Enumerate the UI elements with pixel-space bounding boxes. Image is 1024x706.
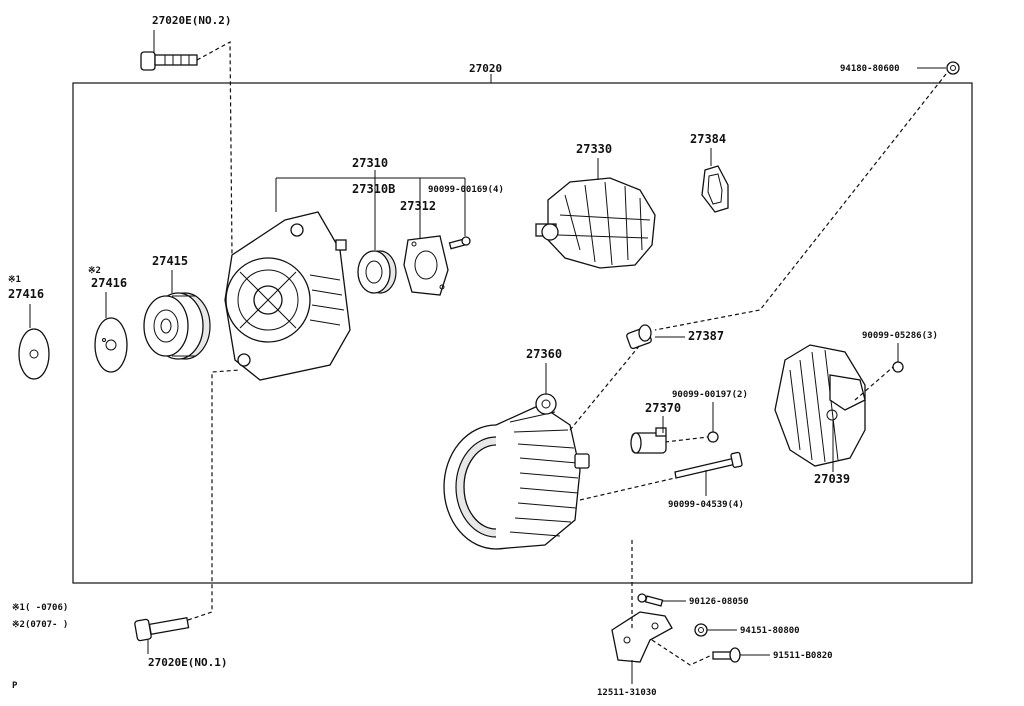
- bearing-icon[interactable]: [357, 250, 397, 294]
- label-nut-mid: 90099-00197(2): [672, 390, 748, 400]
- label-bolt-bottom-right: 91511-B0820: [773, 651, 833, 661]
- brush-cover-icon[interactable]: [701, 165, 729, 213]
- screw-bottom-icon[interactable]: [637, 593, 664, 607]
- rear-cover-icon[interactable]: [774, 344, 866, 467]
- label-bolt-top-right: 94180-80600: [840, 64, 900, 74]
- through-bolt-icon[interactable]: [674, 451, 743, 479]
- label-nut-right: 90099-05286(3): [862, 331, 938, 341]
- label-washer-note2-mark: ※2: [88, 266, 101, 276]
- assembly-frame: [72, 82, 973, 584]
- label-bolt-bottom: 27020E(NO.1): [148, 656, 227, 669]
- label-regulator: 27370: [645, 401, 681, 415]
- label-note2: ※2(0707- ): [12, 620, 68, 630]
- label-screw-group: 90099-00169(4): [428, 185, 504, 195]
- label-bracket-group: 27310: [352, 156, 388, 170]
- washer-note2-icon[interactable]: [94, 317, 128, 373]
- washer-note1-icon[interactable]: [18, 328, 50, 380]
- label-rotor: 27330: [576, 142, 612, 156]
- regulator-icon[interactable]: [630, 427, 667, 454]
- nut-mid-icon[interactable]: [707, 431, 719, 443]
- rotor-icon[interactable]: [535, 177, 656, 269]
- screw-icon[interactable]: [448, 236, 471, 250]
- front-bracket-icon[interactable]: [224, 211, 351, 381]
- nut-bottom-icon[interactable]: [694, 623, 708, 637]
- bolt-bottom-icon[interactable]: [134, 617, 190, 642]
- label-washer-note2-part: 27416: [91, 276, 127, 290]
- pulley-icon[interactable]: [143, 292, 211, 360]
- bolt-bottom-right-icon[interactable]: [712, 647, 741, 663]
- label-through-bolt: 90099-04539(4): [668, 500, 744, 510]
- bolt-top-icon[interactable]: [140, 51, 198, 71]
- label-bracket-bottom: 12511-31030: [597, 688, 657, 698]
- label-assembly: 27020: [469, 62, 502, 75]
- label-bearing: 27310B: [352, 182, 395, 196]
- label-rear-cover: 27039: [814, 472, 850, 486]
- retainer-plate-icon[interactable]: [403, 235, 449, 296]
- label-brush-cover: 27384: [690, 132, 726, 146]
- stator-frame-icon[interactable]: [443, 393, 590, 550]
- bracket-bottom-icon[interactable]: [611, 611, 673, 663]
- label-nut-bottom: 94151-80800: [740, 626, 800, 636]
- label-stator-frame: 27360: [526, 347, 562, 361]
- label-bolt-top: 27020E(NO.2): [152, 14, 231, 27]
- label-washer-note1-mark: ※1: [8, 275, 21, 285]
- label-plate: 27312: [400, 199, 436, 213]
- bolt-top-right-icon[interactable]: [946, 61, 960, 75]
- label-washer-note1-part: 27416: [8, 287, 44, 301]
- label-screw-bottom: 90126-08050: [689, 597, 749, 607]
- nut-right-icon[interactable]: [892, 361, 904, 373]
- label-note1: ※1( -0706): [12, 603, 68, 613]
- label-terminal: 27387: [688, 329, 724, 343]
- terminal-icon[interactable]: [626, 324, 652, 350]
- label-pulley: 27415: [152, 254, 188, 268]
- label-corner-mark: P: [12, 681, 18, 691]
